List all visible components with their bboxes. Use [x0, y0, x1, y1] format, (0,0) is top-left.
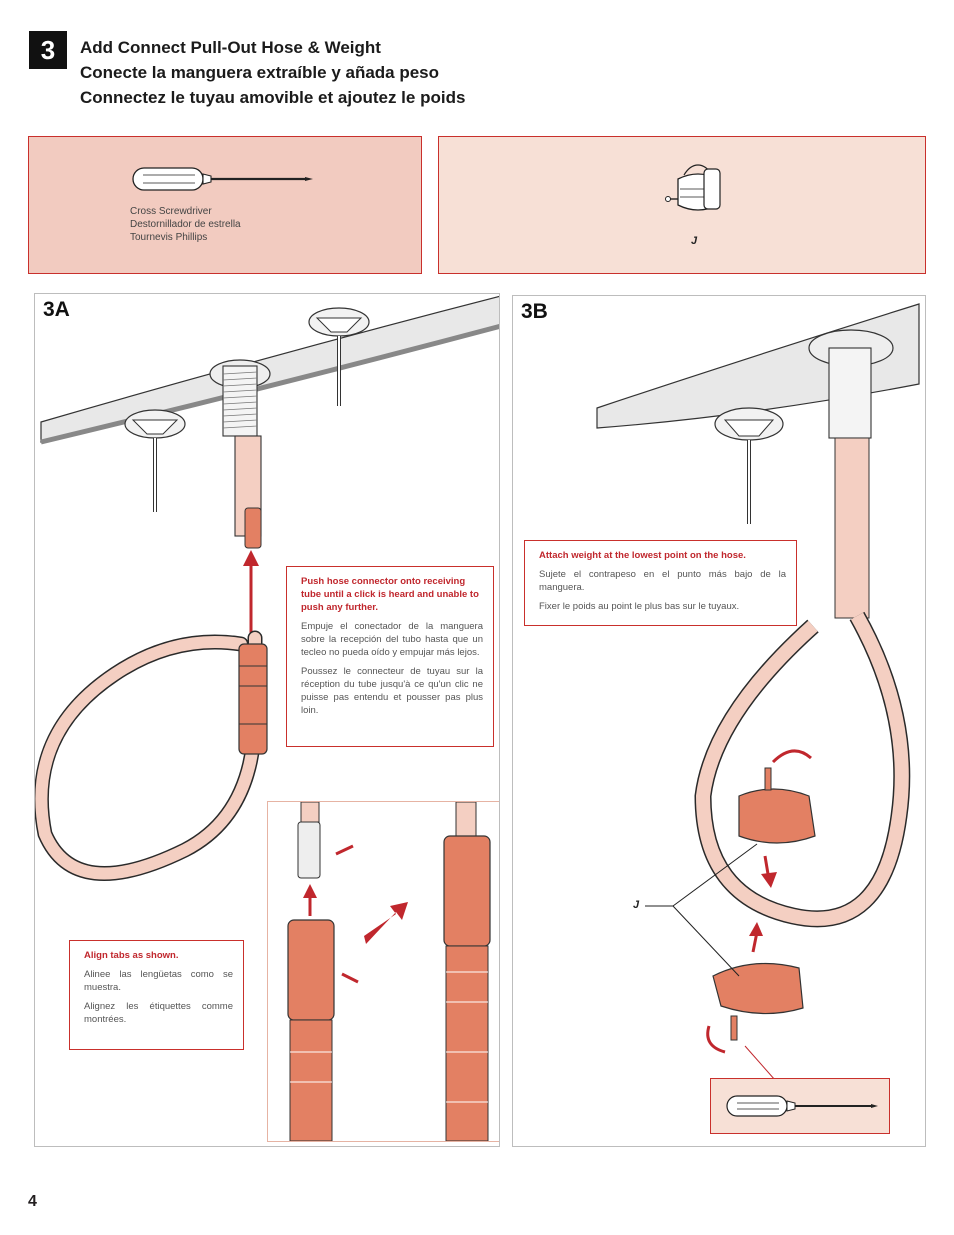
weight-installation-illustration: [596, 303, 920, 1081]
callout-align-lead: Align tabs as shown.: [84, 950, 179, 961]
callout-weight-es: Sujete el contrapeso en el punto más baj…: [539, 569, 786, 593]
panel-3a: 3A Push hose connector onto receiving tu…: [34, 293, 500, 1147]
screwdriver-label-es: Destornillador de estrella: [130, 219, 241, 230]
callout-align-es: Alinee las lengüetas como se muestra.: [84, 969, 233, 993]
callout-align-fr: Alignez les étiquettes comme montrées.: [84, 1001, 233, 1025]
callout-push-es: Empuje el conectador de la manguera sobr…: [301, 621, 483, 658]
callout-weight-lead: Attach weight at the lowest point on the…: [539, 550, 746, 561]
screwdriver-label-fr: Tournevis Phillips: [130, 232, 208, 243]
callout-weight-fr: Fixer le poids au point le plus bas sur …: [539, 601, 740, 612]
callout-push-connector: Push hose connector onto receiving tube …: [286, 566, 494, 747]
callout-align-tabs: Align tabs as shown. Alinee las lengüeta…: [69, 940, 244, 1050]
weight-clamp-part-icon: [665, 164, 721, 211]
step-number-badge: 3: [29, 31, 67, 69]
panel-label-3b: 3B: [521, 300, 548, 323]
hose-installation-illustration: [35, 295, 499, 882]
title-spanish: Conecte la manguera extraíble y añada pe…: [80, 63, 440, 82]
title-french: Connectez le tuyau amovible et ajoutez l…: [80, 88, 466, 107]
panel-3b: 3B Attach weight at the lowest point on …: [512, 295, 926, 1147]
title-english: Add Connect Pull-Out Hose & Weight: [80, 38, 381, 57]
part-letter-j-3b: J: [633, 899, 640, 911]
screwdriver-callout-box: [710, 1078, 890, 1134]
screwdriver-label-en: Cross Screwdriver: [130, 206, 212, 217]
callout-push-fr: Poussez le connecteur de tuyau sur la ré…: [301, 666, 483, 716]
tools-needed-box: Cross Screwdriver Destornillador de estr…: [28, 136, 422, 274]
tab-alignment-illustration: [287, 801, 491, 1142]
parts-needed-box: J: [438, 136, 926, 274]
screwdriver-icon: [726, 1095, 878, 1117]
part-letter-j: J: [691, 235, 698, 247]
connector-detail-inset: [267, 801, 499, 1142]
callout-push-lead: Push hose connector onto receiving tube …: [301, 576, 479, 613]
page-number: 4: [28, 1193, 37, 1210]
callout-attach-weight: Attach weight at the lowest point on the…: [524, 540, 797, 626]
screwdriver-icon: [132, 167, 313, 191]
panel-label-3a: 3A: [43, 298, 70, 321]
